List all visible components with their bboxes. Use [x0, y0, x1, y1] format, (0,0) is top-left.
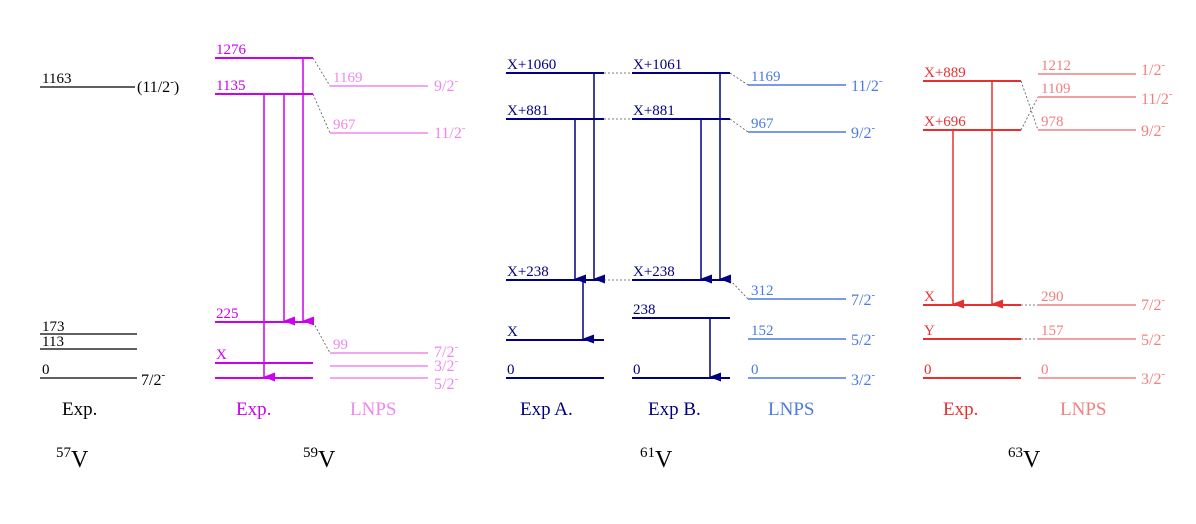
spin-label: 7/2- — [1141, 294, 1165, 314]
level-energy-label: 0 — [751, 362, 759, 378]
level-energy-label: 1109 — [1041, 81, 1070, 97]
level-energy-label: 312 — [751, 283, 774, 299]
column-label: LNPS — [350, 399, 396, 420]
level-connector — [729, 72, 749, 86]
column-label: Exp. — [62, 399, 97, 420]
level-energy-label: 1276 — [216, 42, 247, 58]
level-energy-label: 967 — [333, 117, 356, 133]
level-connector — [729, 279, 749, 300]
level-energy-label: 1163 — [42, 71, 71, 87]
column-label: Exp. — [236, 399, 271, 420]
level-energy-label: X+881 — [507, 103, 549, 119]
spin-label: 5/2- — [434, 373, 458, 393]
level-energy-label: 1135 — [216, 78, 245, 94]
level-energy-label: 1169 — [333, 70, 362, 86]
level-energy-label: 0 — [507, 362, 515, 378]
level-energy-label: 0 — [633, 362, 641, 378]
level-energy-label: 157 — [1041, 323, 1064, 339]
level-energy-label: X+238 — [633, 264, 675, 280]
spin-label: 5/2- — [851, 329, 875, 349]
column-label: Exp B. — [648, 399, 701, 420]
level-energy-label: 0 — [1041, 362, 1049, 378]
level-energy-label: 1212 — [1041, 58, 1071, 74]
spin-label: 9/2- — [851, 122, 875, 142]
level-energy-label: 113 — [42, 334, 64, 350]
level-energy-label: 0 — [42, 362, 50, 378]
spin-label: 1/2- — [1141, 59, 1165, 79]
level-energy-label: 225 — [216, 306, 239, 322]
level-energy-label: X+696 — [924, 114, 966, 130]
spin-label: 9/2- — [1141, 120, 1165, 140]
level-connector — [1020, 80, 1039, 131]
level-connector — [312, 321, 331, 354]
spin-label: (11/2-) — [137, 76, 179, 96]
column-label: LNPS — [1060, 399, 1106, 420]
level-energy-label: 290 — [1041, 289, 1064, 305]
spin-label: 3/2- — [1141, 368, 1165, 388]
level-energy-label: X — [507, 324, 518, 340]
level-energy-label: 173 — [42, 319, 65, 335]
level-connector — [1020, 96, 1039, 131]
level-energy-label: 152 — [751, 323, 774, 339]
level-energy-label: X — [924, 289, 935, 305]
spin-label: 7/2- — [141, 369, 165, 389]
spin-label: 9/2- — [434, 75, 458, 95]
nucleus-label: 57V — [56, 445, 89, 473]
spin-label: 3/2- — [851, 369, 875, 389]
level-energy-label: 1169 — [751, 69, 780, 85]
nucleus-label: 61V — [640, 445, 673, 473]
level-energy-label: 967 — [751, 116, 774, 132]
level-energy-label: X+1061 — [633, 57, 682, 73]
spin-label: 11/2- — [434, 122, 466, 142]
column-label: LNPS — [768, 399, 814, 420]
level-connector — [729, 118, 749, 133]
level-energy-label: X+238 — [507, 264, 549, 280]
level-energy-label: 238 — [633, 302, 656, 318]
level-energy-label: X+1060 — [507, 57, 556, 73]
panel-63v: X+889 X+696 X Y 0 1212 1/2- 1109 11/2- 9… — [923, 58, 1173, 473]
nucleus-label: 63V — [1008, 445, 1041, 473]
column-label: Exp. — [943, 399, 978, 420]
spin-label: 7/2- — [851, 289, 875, 309]
panel-59v: 1276 1135 225 X 1169 9/2- 967 11/2- 99 7… — [215, 42, 466, 473]
spin-label: 11/2- — [851, 75, 883, 95]
column-label: Exp A. — [520, 399, 573, 420]
level-energy-label: X — [216, 347, 227, 363]
spin-label: 5/2- — [1141, 329, 1165, 349]
level-energy-label: X+881 — [633, 103, 675, 119]
level-connector — [312, 57, 331, 87]
panel-61v: X+1060 X+881 X+238 X 0 X+1061 X+881 X+23… — [506, 57, 883, 473]
panel-57v: 1163 (11/2-) 173 113 0 7/2- Exp. 57V — [40, 71, 179, 473]
level-connector — [312, 93, 331, 134]
level-energy-label: X+889 — [924, 65, 966, 81]
spin-label: 3/2- — [434, 355, 458, 375]
nucleus-label: 59V — [303, 445, 336, 473]
level-energy-label: Y — [924, 323, 935, 339]
level-energy-label: 0 — [924, 362, 932, 378]
spin-label: 7/2- — [434, 341, 458, 361]
level-energy-label: 99 — [333, 337, 348, 353]
spin-label: 11/2- — [1141, 88, 1173, 108]
level-energy-label: 978 — [1041, 114, 1064, 130]
